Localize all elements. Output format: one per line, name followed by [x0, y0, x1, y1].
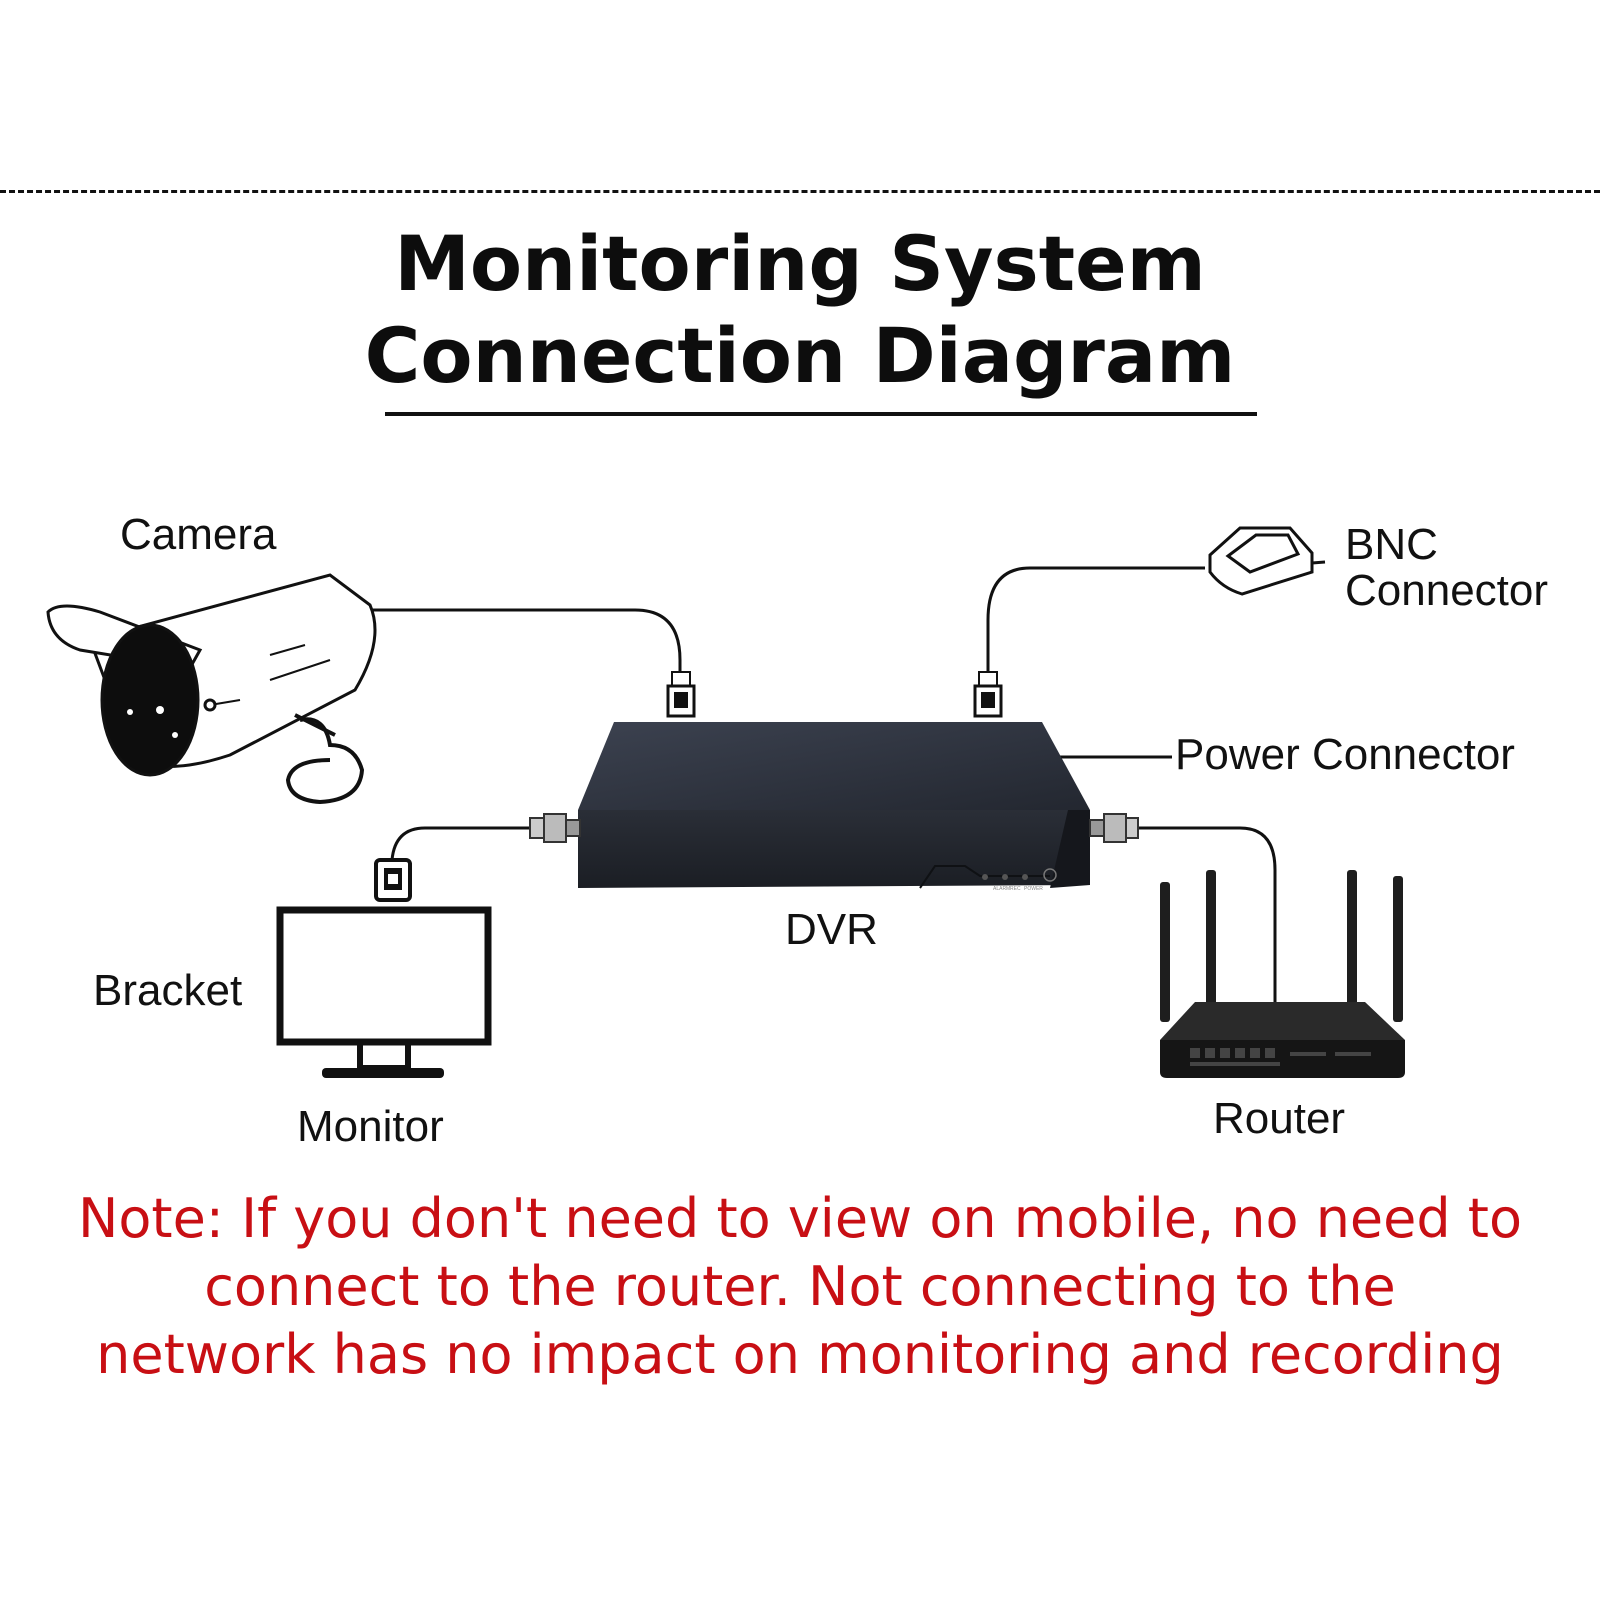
page-title: Monitoring System Connection Diagram: [0, 218, 1600, 402]
bnc-label-line-1: BNC: [1345, 520, 1438, 569]
router-icon: [1160, 870, 1405, 1078]
bracket-label: Bracket: [93, 966, 243, 1015]
note-line-3: network has no impact on monitoring and …: [96, 1323, 1504, 1386]
cables: [372, 566, 1277, 1005]
bnc-cable: [986, 566, 1205, 685]
router-label: Router: [1213, 1094, 1346, 1143]
dvr-rec-indicator: REC: [1010, 886, 1021, 892]
power-connector-label: Power Connector: [1175, 730, 1515, 779]
title-line-2: Connection Diagram: [364, 311, 1236, 400]
bnc-connector-icon: [1208, 526, 1326, 596]
top-dashed-divider: [0, 190, 1600, 193]
note-line-1: Note: If you don't need to view on mobil…: [77, 1187, 1523, 1250]
dvr-power-indicator: POWER: [1024, 886, 1043, 892]
bracket-icon: [374, 858, 412, 902]
title-line-1: Monitoring System: [394, 219, 1206, 308]
monitor-cable: [390, 826, 530, 868]
dvr-alarm-indicator: ALARM: [993, 886, 1010, 892]
router-cable: [1120, 826, 1277, 1005]
title-underline: [385, 412, 1257, 416]
dvr-label: DVR: [785, 905, 878, 954]
dvr-left-port: [529, 813, 581, 843]
monitor-label: Monitor: [297, 1102, 444, 1151]
camera-icon: [46, 573, 377, 805]
router-note: Note: If you don't need to view on mobil…: [40, 1185, 1560, 1389]
note-line-2: connect to the router. Not connecting to…: [204, 1255, 1396, 1318]
dvr-right-port: [1089, 813, 1139, 843]
bnc-label-line-2: Connector: [1345, 566, 1549, 615]
monitor-icon: [276, 906, 492, 1078]
camera-cable: [372, 608, 682, 685]
camera-plug: [666, 671, 696, 718]
camera-label: Camera: [120, 510, 277, 559]
bnc-connector-label: BNC Connector: [1345, 522, 1548, 614]
dvr-icon: ALARM REC POWER: [578, 722, 1090, 892]
bnc-plug: [973, 671, 1003, 718]
